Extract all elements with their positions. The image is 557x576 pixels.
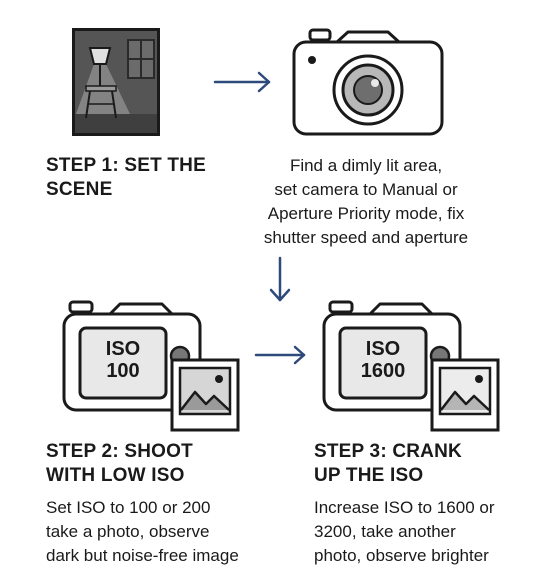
dim-room-scene-icon bbox=[72, 28, 160, 136]
step3-description: Increase ISO to 1600 or 3200, take anoth… bbox=[314, 498, 495, 565]
arrow-right-1 bbox=[213, 70, 273, 94]
arrow-right-2 bbox=[254, 344, 308, 366]
step2-camera: ISO 100 bbox=[62, 298, 242, 432]
step2-title: STEP 2: SHOOT WITH LOW ISO bbox=[46, 441, 193, 486]
camera-icon bbox=[292, 28, 444, 136]
step2-iso-value: 100 bbox=[106, 360, 140, 382]
step3-iso-label: ISO bbox=[365, 338, 401, 360]
step3-title: STEP 3: CRANK UP THE ISO bbox=[314, 441, 462, 486]
step3-camera: ISO 1600 bbox=[322, 298, 502, 432]
arrow-right-icon bbox=[213, 71, 271, 93]
step1-title: STEP 1: SET THE SCENE bbox=[46, 155, 206, 200]
photo-thumbnail-icon bbox=[432, 360, 498, 430]
arrow-down-1 bbox=[268, 256, 292, 304]
step1-scene-image bbox=[72, 28, 160, 136]
camera-iso-icon bbox=[62, 300, 240, 432]
camera-iso-icon bbox=[322, 300, 500, 432]
arrow-right-icon bbox=[254, 345, 306, 365]
step1-description: Find a dimly lit area, set camera to Man… bbox=[263, 156, 469, 247]
step2-description: Set ISO to 100 or 200 take a photo, obse… bbox=[46, 498, 239, 565]
camera-illustration bbox=[292, 28, 444, 136]
photo-thumbnail-icon bbox=[172, 360, 238, 430]
step2-iso-label: ISO bbox=[105, 338, 141, 360]
step3-iso-value: 1600 bbox=[360, 360, 406, 382]
arrow-down-icon bbox=[269, 256, 291, 302]
